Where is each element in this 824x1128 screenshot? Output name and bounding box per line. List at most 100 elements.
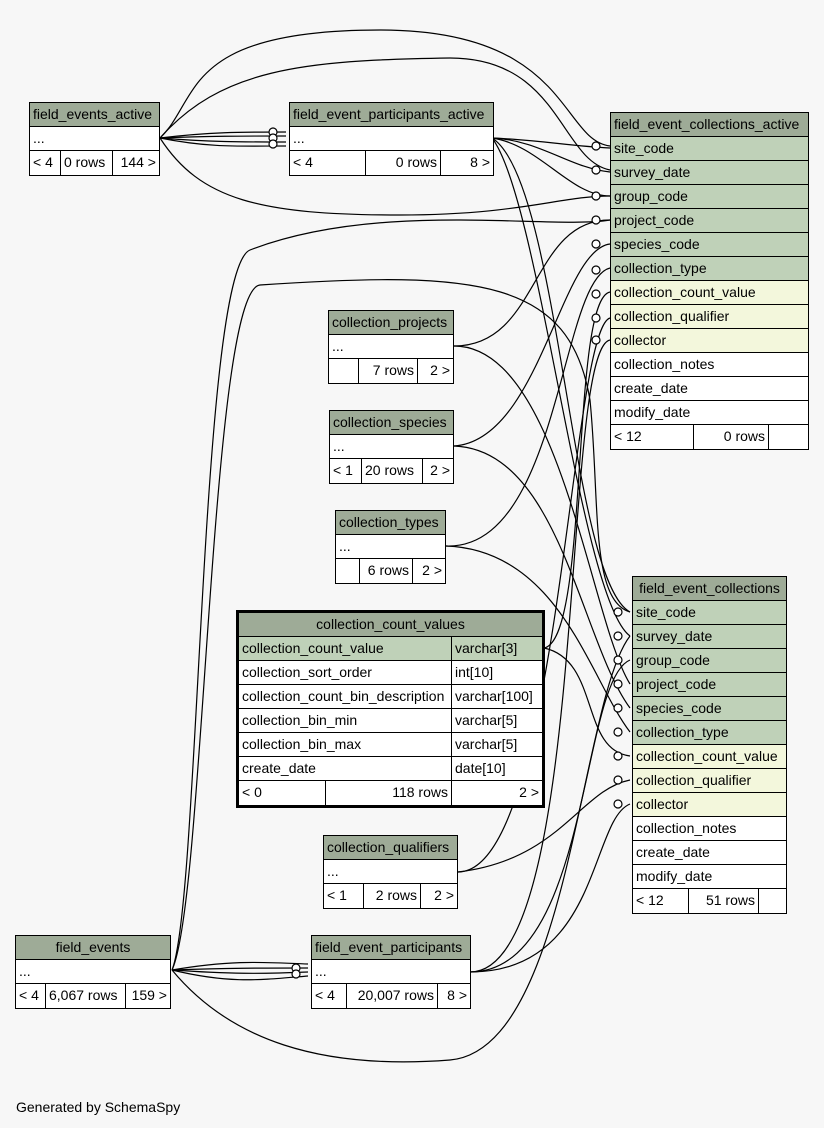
edge-endpoint [291,963,301,973]
table-field-events[interactable]: field_events ... < 4 6,067 rows 159 > [15,935,171,1009]
edge-endpoint [613,631,623,641]
column-group-code: group_code [611,185,808,209]
table-body: ... [30,127,159,151]
column-name: create_date [239,757,452,780]
table-collection-types[interactable]: collection_types ... 6 rows 2 > [335,510,446,584]
edge [171,969,309,981]
table-title: collection_count_values [239,613,542,637]
edge-endpoint [613,775,623,785]
table-field-event-participants-active[interactable]: field_event_participants_active ... < 4 … [289,102,494,176]
row-count: 0 rows [694,425,769,449]
table-body: ... [330,435,453,459]
table-title: field_event_collections_active [611,113,808,137]
column-collector: collector [633,793,786,817]
column-collection-notes: collection_notes [633,817,786,841]
edge-endpoint [591,239,601,249]
parent-count: < 12 [611,425,694,449]
parent-count [336,559,360,583]
edge [453,243,611,447]
edge [491,137,611,149]
table-title: field_events [16,936,170,960]
table-field-event-collections-active[interactable]: field_event_collections_active site_code… [610,112,809,450]
edge-endpoint [268,127,278,137]
table-stats: < 4 0 rows 144 > [30,151,159,175]
column-create-date: create_date [611,377,808,401]
row-count: 20,007 rows [347,984,438,1008]
column-type: int[10] [455,664,494,680]
row-count: 0 rows [61,151,113,175]
edge-endpoint [613,703,623,713]
table-stats: < 12 51 rows [633,889,786,913]
column-collection-qualifier: collection_qualifier [611,305,808,329]
edge [445,267,611,547]
table-title: field_events_active [30,103,159,127]
table-title: collection_projects [329,311,453,335]
table-field-event-participants[interactable]: field_event_participants ... < 4 20,007 … [311,935,471,1009]
row-count: 20 rows [362,459,423,483]
edge [491,137,611,197]
child-count [769,425,808,449]
table-collection-qualifiers[interactable]: collection_qualifiers ... < 1 2 rows 2 > [323,835,458,909]
edge-endpoint [591,289,601,299]
child-count: 2 > [434,887,454,903]
edge-endpoint [591,141,601,151]
table-body: ... [336,535,445,559]
column-modify-date: modify_date [633,865,786,889]
child-count: 2 > [519,784,539,800]
column-survey-date: survey_date [633,625,786,649]
table-stats: < 0 118 rows 2 > [239,781,542,805]
parent-count: < 4 [16,984,46,1008]
parent-count: < 0 [239,781,326,805]
table-field-events-active[interactable]: field_events_active ... < 4 0 rows 144 > [29,102,160,176]
column-modify-date: modify_date [611,401,808,425]
column-type: date[10] [455,760,506,776]
child-count: 2 > [430,362,450,378]
edge [491,137,611,173]
edge [171,967,309,971]
column-collection-qualifier: collection_qualifier [633,769,786,793]
column-row: collection_bin_min varchar[5] [239,709,542,733]
column-species-code: species_code [633,697,786,721]
column-row: collection_bin_max varchar[5] [239,733,542,757]
column-site-code: site_code [633,601,786,625]
column-name: collection_count_value [239,637,452,660]
column-name: collection_bin_max [239,733,452,756]
table-stats: < 1 20 rows 2 > [330,459,453,483]
table-stats: 7 rows 2 > [329,359,453,383]
column-name: collection_count_bin_description [239,685,452,708]
edge-endpoint [291,969,301,979]
table-body: ... [329,335,453,359]
child-count: 159 > [131,987,167,1003]
table-title: field_event_participants [312,936,470,960]
parent-count [329,359,359,383]
table-title: field_event_collections [633,577,786,601]
column-site-code: site_code [611,137,808,161]
column-collection-count-value: collection_count_value [611,281,808,305]
edge [469,803,631,973]
edge-endpoint [613,655,623,665]
child-count: 144 > [120,154,156,170]
child-count: 2 > [430,462,450,478]
parent-count: < 4 [30,151,61,175]
edge-endpoint [591,215,601,225]
table-field-event-collections[interactable]: field_event_collections site_code survey… [632,576,787,914]
row-count: 6 rows [360,559,413,583]
column-collection-type: collection_type [611,257,808,281]
edge-endpoint [591,191,601,201]
child-count [759,889,786,913]
column-type: varchar[3] [455,640,518,656]
table-stats: 6 rows 2 > [336,559,445,583]
table-collection-species[interactable]: collection_species ... < 1 20 rows 2 > [329,410,454,484]
table-body: ... [16,960,170,984]
edge-endpoint [591,313,601,323]
table-collection-count-values[interactable]: collection_count_values collection_count… [236,610,545,808]
row-count: 2 rows [364,884,421,908]
edge [171,969,309,974]
parent-count: < 4 [312,984,347,1008]
table-collection-projects[interactable]: collection_projects ... 7 rows 2 > [328,310,454,384]
row-count: 6,067 rows [46,984,126,1008]
parent-count: < 1 [324,884,364,908]
footer-credit: Generated by SchemaSpy [16,1099,181,1115]
edge [159,135,287,139]
table-stats: < 4 6,067 rows 159 > [16,984,170,1008]
